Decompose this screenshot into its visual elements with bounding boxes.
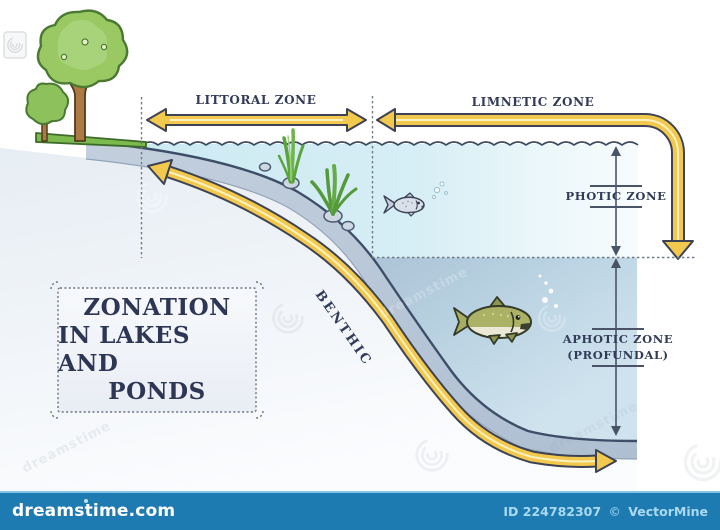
limnetic-zone-label: LIMNETIC ZONE — [471, 95, 595, 109]
photic-measure-arrow — [611, 146, 621, 256]
fish-icon — [383, 192, 425, 217]
measure-rule — [592, 365, 644, 368]
title-line: IN LAKES AND — [58, 322, 190, 377]
title-line: ZONATION — [83, 294, 231, 321]
littoral-arrow — [146, 108, 367, 132]
aphotic-zone-subtext: (PROFUNDAL) — [567, 348, 669, 363]
image-credit: ID 224782307 © VectorMine — [503, 504, 708, 519]
aphotic-zone-label: APHOTIC ZONE (PROFUNDAL) — [557, 328, 679, 368]
small-tree-icon — [25, 82, 69, 142]
measure-rule — [590, 206, 642, 209]
bubbles-icon — [538, 274, 558, 308]
lake-diagram — [0, 9, 720, 492]
fish-icon — [453, 296, 532, 345]
littoral-zone-label: LITTORAL ZONE — [195, 93, 317, 107]
image-id: ID 224782307 — [503, 504, 602, 519]
grass-strip — [35, 132, 147, 148]
lake-slope-edge — [85, 139, 638, 443]
title-box — [50, 281, 264, 419]
measure-rule — [590, 185, 642, 187]
watermark-corner-logo-icon — [3, 31, 27, 59]
photic-zone-text: PHOTIC ZONE — [565, 189, 667, 203]
zone-boundary-lines — [140, 96, 697, 259]
copyright-symbol: © — [608, 504, 621, 519]
title-line: PONDS — [108, 378, 206, 405]
limnetic-arrow — [376, 108, 694, 260]
reed-plant-icon — [277, 128, 305, 184]
water-surface-wave — [141, 141, 639, 147]
tree-icon — [36, 9, 129, 142]
aphotic-zone-text: APHOTIC ZONE — [562, 332, 674, 346]
aphotic-measure-arrow — [611, 258, 621, 436]
benthic-arrow — [147, 159, 617, 473]
fern-plant-icon — [310, 164, 358, 216]
stone-icon — [258, 162, 355, 232]
footer-bar: dreamstime.com ID 224782307 © VectorMine — [0, 491, 720, 530]
photic-zone-label: PHOTIC ZONE — [565, 185, 667, 209]
author-name: VectorMine — [628, 504, 708, 519]
bubbles-icon — [431, 181, 448, 200]
logo-dot-icon — [84, 499, 88, 503]
page-title: ZONATION IN LAKES AND PONDS — [58, 288, 256, 412]
measure-rule — [592, 328, 644, 330]
dreamstime-logo: dreamstime.com — [12, 501, 176, 521]
